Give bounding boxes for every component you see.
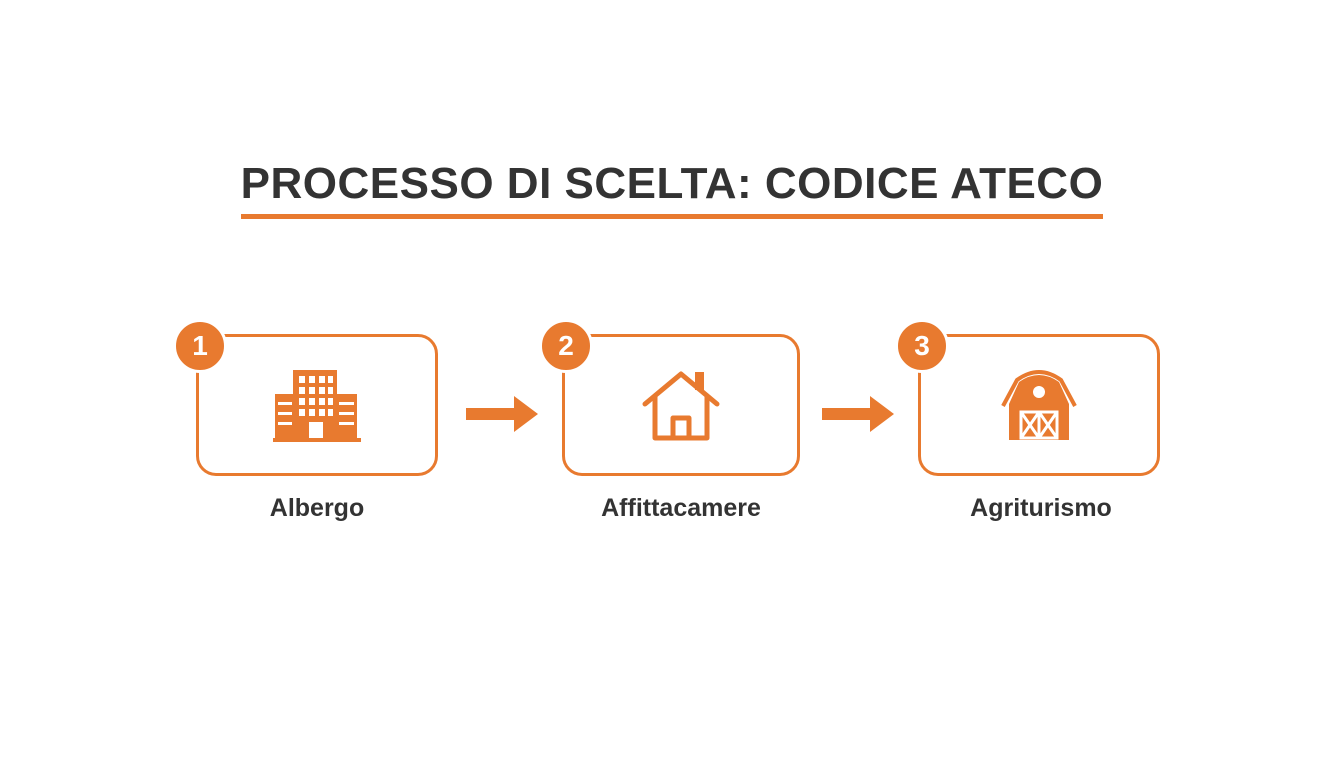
step-1: 1 [173,319,438,476]
step-2-box [562,334,800,476]
barn-icon [1001,370,1077,440]
step-3-label: Agriturismo [970,494,1112,522]
title-container: PROCESSO DI SCELTA: CODICE ATECO [0,156,1344,219]
arrow-right-icon [466,396,538,432]
diagram-title: PROCESSO DI SCELTA: CODICE ATECO [240,156,1104,219]
step-2-number-badge: 2 [539,319,593,373]
step-2: 2 [539,319,800,476]
arrow-right-icon [822,396,894,432]
hotel-building-icon [273,370,361,442]
step-1-label: Albergo [269,494,365,522]
step-2-label: Affittacamere [601,494,761,522]
step-1-number-badge: 1 [173,319,227,373]
step-3: 3 [895,319,1160,476]
house-icon [642,371,720,441]
step-3-number-badge: 3 [895,319,949,373]
